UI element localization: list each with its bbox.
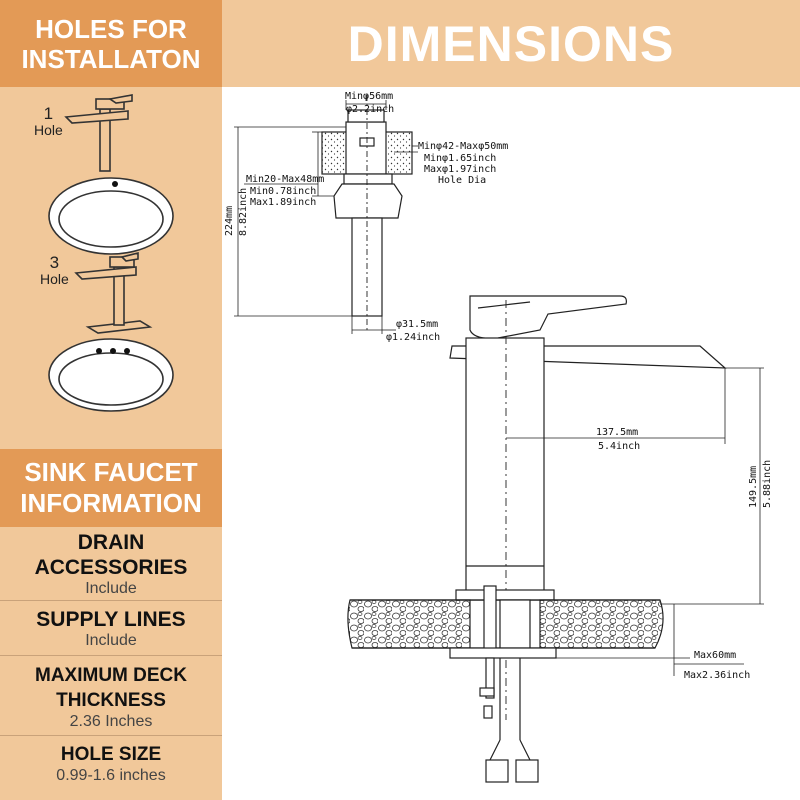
one-hole-faucet-icon: [64, 94, 133, 172]
three-hole-label: 3 Hole: [40, 253, 69, 287]
info-header-line-1: SINK FAUCET: [24, 457, 198, 487]
holes-header-line-2: INSTALLATON: [21, 43, 201, 74]
total-length-dimension: [234, 126, 352, 317]
drain-accessories-title-2: ACCESSORIES: [34, 556, 188, 579]
faucet-height-dimension: [660, 367, 764, 605]
dimensions-header: DIMENSIONS: [347, 15, 675, 72]
one-hole-sink-icon: [48, 177, 174, 255]
label-137-5mm: 137.5mm: [596, 427, 638, 438]
max-deck-title-1: MAXIMUM DECK: [35, 665, 187, 686]
hole-size-title: HOLE SIZE: [60, 744, 162, 765]
max-deck-title-2: THICKNESS: [56, 690, 166, 711]
hole-size-value: 0.99-1.6 inches: [56, 767, 166, 784]
label-5-88inch: 5.88inch: [762, 460, 773, 508]
label-224mm: 224mm: [224, 206, 235, 236]
drain-accessories-value: Include: [85, 580, 137, 597]
label-deck-max-inch: Max1.89inch: [250, 197, 316, 208]
three-hole-faucet-icon: [74, 251, 153, 334]
top-diameter-dimension: [345, 100, 387, 110]
label-min-56mm: Minφ56mm: [345, 91, 393, 102]
info-header-line-2: INFORMATION: [20, 488, 202, 518]
label-1-24inch: φ1.24inch: [386, 332, 440, 343]
label-hole-max-inch: Maxφ1.97inch: [424, 164, 496, 175]
spout-reach-dimension: [506, 368, 726, 444]
drain-accessories-title-1: DRAIN: [77, 531, 145, 554]
label-hole-min-inch: Minφ1.65inch: [424, 153, 496, 164]
label-2-2inch: φ2.2inch: [346, 104, 394, 115]
hole-dot-center: [110, 348, 116, 354]
label-max-60mm: Max60mm: [694, 650, 736, 661]
max-deck-value: 2.36 Inches: [69, 713, 153, 730]
divider: [0, 600, 222, 601]
label-31-5mm: φ31.5mm: [396, 319, 438, 330]
label-8-82inch: 8.82inch: [238, 188, 249, 236]
holes-header-line-1: HOLES FOR: [35, 13, 187, 44]
mounting-hardware: [449, 585, 557, 783]
three-hole-number: 3: [49, 253, 60, 272]
hole-size-info: HOLE SIZE 0.99-1.6 inches: [0, 742, 222, 785]
supply-lines-title: SUPPLY LINES: [36, 608, 186, 631]
one-hole-text: Hole: [34, 122, 63, 138]
label-max-2-36inch: Max2.36inch: [684, 670, 750, 681]
one-hole-label: 1 Hole: [34, 104, 63, 138]
hole-dot-left: [96, 348, 102, 354]
three-hole-text: Hole: [40, 271, 69, 287]
label-149-5mm: 149.5mm: [748, 466, 759, 508]
divider: [0, 735, 222, 736]
one-hole-dot: [112, 181, 118, 187]
holes-for-installation-header: HOLES FOR INSTALLATON: [0, 0, 222, 87]
hole-illustrations: [48, 94, 174, 412]
max-deck-thickness-info: MAXIMUM DECK THICKNESS 2.36 Inches: [0, 663, 222, 731]
top-header-band: [222, 0, 800, 87]
divider: [0, 655, 222, 656]
countertop-section: [347, 599, 664, 649]
label-hole-dia: Hole Dia: [438, 175, 486, 186]
sink-faucet-information-header: SINK FAUCET INFORMATION: [0, 449, 222, 527]
hole-diameter-dimension: [394, 145, 418, 153]
deck-thickness-dimension: [244, 131, 334, 197]
label-deck-min-inch: Min0.78inch: [250, 186, 316, 197]
three-hole-sink-icon: [48, 338, 174, 412]
mounting-assembly-drawing: [321, 95, 413, 330]
shank-diameter-dimension: [351, 316, 396, 334]
dimensions-drawing: Minφ56mm φ2.2inch Minφ42-Maxφ50mm Minφ1.…: [224, 91, 773, 783]
drain-accessories-info: DRAIN ACCESSORIES Include: [0, 530, 222, 598]
max-deck-dimension: [556, 604, 744, 676]
label-deck-mm: Min20-Max48mm: [246, 174, 324, 185]
one-hole-number: 1: [43, 104, 54, 123]
label-5-4inch: 5.4inch: [598, 441, 640, 452]
hole-dot-right: [124, 348, 130, 354]
label-hole-mm: Minφ42-Maxφ50mm: [418, 141, 508, 152]
supply-lines-info: SUPPLY LINES Include: [0, 607, 222, 650]
supply-lines-value: Include: [85, 632, 137, 649]
